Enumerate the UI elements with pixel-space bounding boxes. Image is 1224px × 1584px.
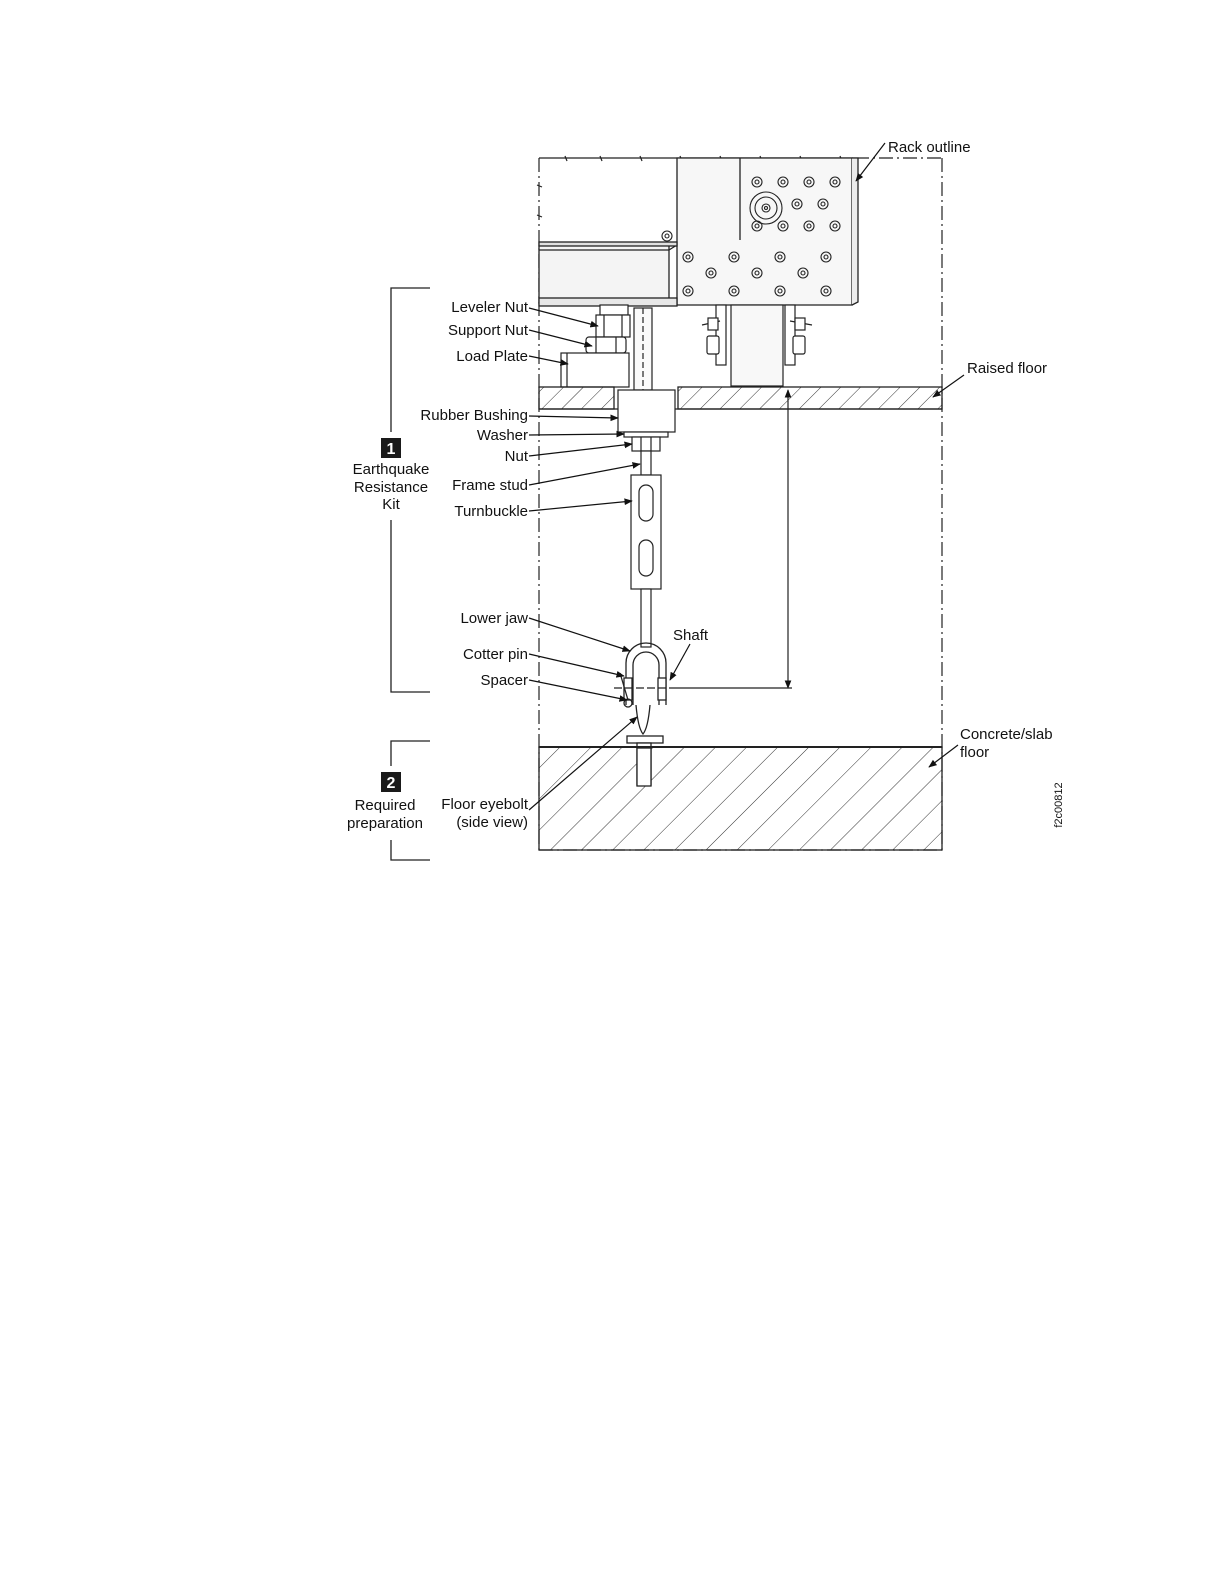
group-1-line-2: Resistance [354, 479, 428, 496]
label-cotter-pin: Cotter pin [463, 646, 528, 663]
group-1-number: 1 [387, 441, 396, 458]
label-raised-floor: Raised floor [967, 360, 1047, 377]
label-nut: Nut [505, 448, 529, 465]
frame-stud-turnbuckle [631, 451, 661, 647]
raised-floor-tiles [539, 387, 942, 409]
label-turnbuckle: Turnbuckle [454, 503, 528, 520]
label-lower-jaw: Lower jaw [460, 610, 528, 627]
figure-id: f2c00812 [1053, 782, 1065, 827]
label-floor-eyebolt-2: (side view) [456, 814, 528, 831]
group-2-line-2: preparation [347, 815, 423, 832]
label-rack-outline: Rack outline [888, 139, 971, 156]
group-2-callout: 2 Required preparation [347, 772, 423, 832]
label-washer: Washer [477, 427, 528, 444]
label-concrete-floor-2: floor [960, 744, 989, 761]
caster-wheel [702, 305, 812, 386]
group-2-line-1: Required [355, 797, 416, 814]
label-support-nut: Support Nut [448, 322, 529, 339]
bushing-washer-nut [618, 390, 675, 451]
label-spacer: Spacer [480, 672, 528, 689]
group-1-callout: 1 Earthquake Resistance Kit [353, 438, 430, 513]
group-2-number: 2 [387, 775, 396, 792]
label-frame-stud: Frame stud [452, 477, 528, 494]
label-leveler-nut: Leveler Nut [451, 299, 529, 316]
concrete-slab [539, 747, 942, 850]
leveler-assembly [561, 305, 652, 390]
group-1-line-3: Kit [382, 496, 400, 513]
label-concrete-floor-1: Concrete/slab [960, 726, 1053, 743]
label-load-plate: Load Plate [456, 348, 528, 365]
group-1-line-1: Earthquake [353, 461, 430, 478]
label-floor-eyebolt-1: Floor eyebolt [441, 796, 529, 813]
label-shaft: Shaft [673, 627, 709, 644]
label-rubber-bushing: Rubber Bushing [420, 407, 528, 424]
